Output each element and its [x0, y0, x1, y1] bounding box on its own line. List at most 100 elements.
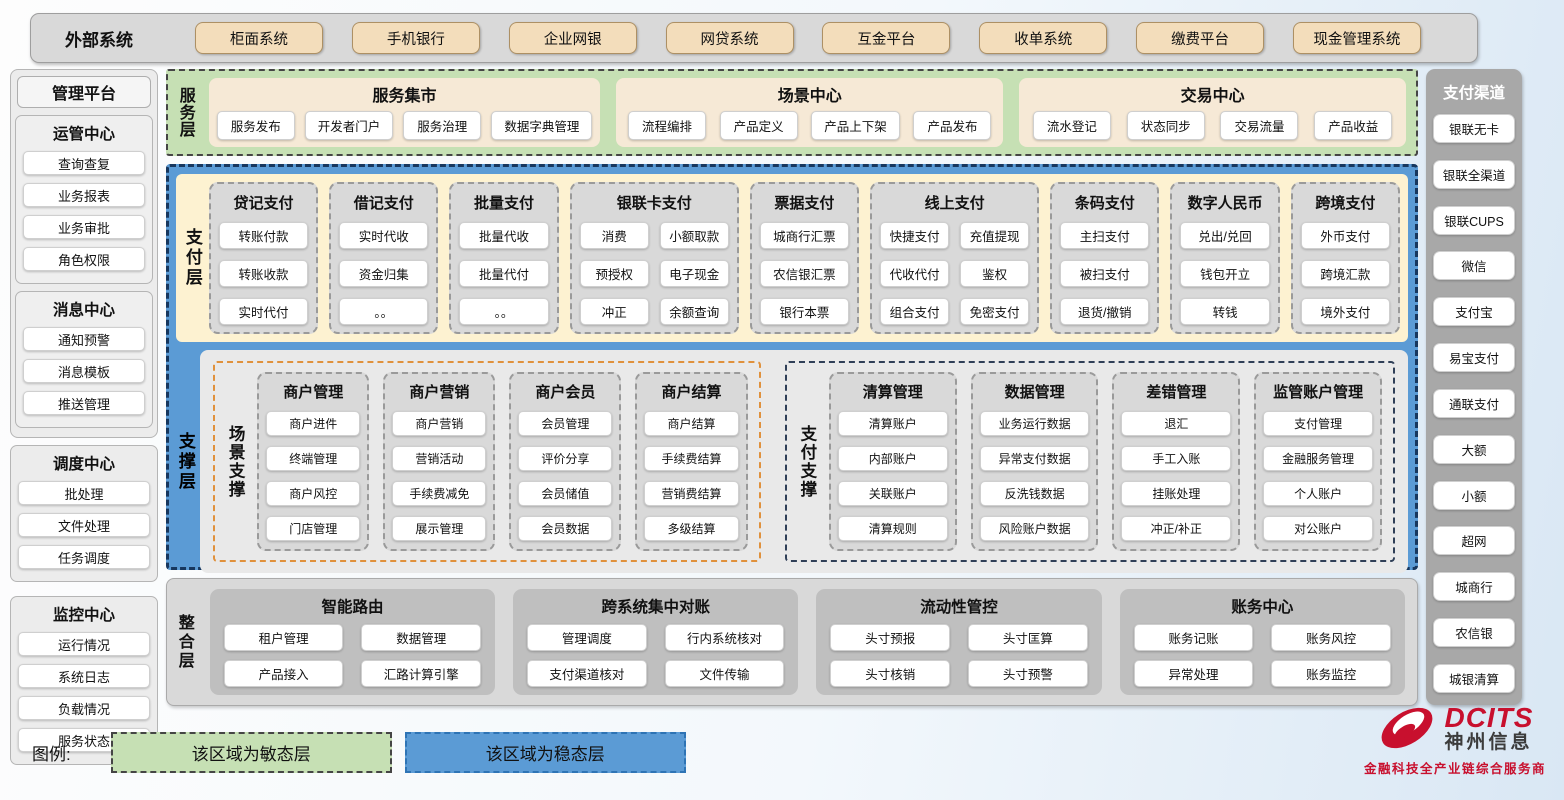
integration-function-button[interactable]: 账务风控 [1271, 624, 1391, 651]
payment-function-button[interactable]: 快捷支付 [880, 222, 950, 249]
support-function-button[interactable]: 商户进件 [266, 411, 361, 436]
support-function-button[interactable]: 营销费结算 [644, 481, 739, 506]
payment-function-button[interactable]: 主扫支付 [1060, 222, 1150, 249]
support-function-button[interactable]: 金融服务管理 [1263, 446, 1373, 471]
payment-channel-button[interactable]: 微信 [1433, 251, 1515, 281]
integration-function-button[interactable]: 管理调度 [527, 624, 647, 651]
payment-function-button[interactable]: 转钱 [1180, 298, 1270, 325]
service-function-button[interactable]: 产品收益 [1314, 111, 1393, 140]
service-function-button[interactable]: 状态同步 [1126, 111, 1205, 140]
support-function-button[interactable]: 对公账户 [1263, 516, 1373, 541]
payment-channel-button[interactable]: 银联无卡 [1433, 114, 1515, 143]
integration-function-button[interactable]: 租户管理 [223, 624, 344, 651]
support-function-button[interactable]: 业务运行数据 [979, 411, 1090, 436]
management-function-button[interactable]: 通知预警 [23, 327, 145, 351]
service-function-button[interactable]: 交易流量 [1220, 111, 1299, 140]
management-function-button[interactable]: 查询查复 [23, 151, 145, 175]
support-function-button[interactable]: 个人账户 [1263, 481, 1373, 506]
integration-function-button[interactable]: 数据管理 [361, 624, 482, 651]
service-function-button[interactable]: 服务治理 [403, 111, 482, 140]
integration-function-button[interactable]: 头寸核销 [830, 660, 951, 687]
management-function-button[interactable]: 角色权限 [23, 247, 145, 271]
management-function-button[interactable]: 运行情况 [18, 632, 150, 656]
payment-channel-button[interactable]: 支付宝 [1433, 297, 1515, 327]
payment-function-button[interactable]: 实时代付 [218, 298, 309, 325]
payment-function-button[interactable]: 转账收款 [218, 260, 309, 287]
support-function-button[interactable]: 手工入账 [1121, 446, 1232, 471]
payment-function-button[interactable]: 城商行汇票 [759, 222, 850, 249]
service-function-button[interactable]: 开发者门户 [304, 111, 394, 140]
management-function-button[interactable]: 任务调度 [18, 545, 150, 569]
service-function-button[interactable]: 产品定义 [719, 111, 798, 140]
external-system-button[interactable]: 手机银行 [351, 22, 480, 54]
support-function-button[interactable]: 手续费减免 [392, 481, 487, 506]
external-system-button[interactable]: 缴费平台 [1136, 22, 1265, 54]
service-function-button[interactable]: 产品发布 [913, 111, 992, 140]
management-function-button[interactable]: 负载情况 [18, 696, 150, 720]
support-function-button[interactable]: 退汇 [1121, 411, 1232, 436]
payment-function-button[interactable]: 实时代收 [339, 222, 429, 249]
payment-function-button[interactable]: 批量代付 [459, 260, 549, 287]
payment-function-button[interactable]: 境外支付 [1300, 298, 1390, 325]
support-function-button[interactable]: 商户营销 [392, 411, 487, 436]
management-function-button[interactable]: 业务审批 [23, 215, 145, 239]
support-function-button[interactable]: 终端管理 [266, 446, 361, 471]
service-function-button[interactable]: 数据字典管理 [491, 111, 593, 140]
payment-function-button[interactable]: 消费 [579, 222, 649, 249]
support-function-button[interactable]: 营销活动 [392, 446, 487, 471]
support-function-button[interactable]: 关联账户 [837, 481, 948, 506]
service-function-button[interactable]: 服务发布 [216, 111, 295, 140]
support-function-button[interactable]: 挂账处理 [1121, 481, 1232, 506]
payment-function-button[interactable]: 银行本票 [759, 298, 850, 325]
payment-function-button[interactable]: 余额查询 [659, 298, 729, 325]
payment-function-button[interactable]: 批量代收 [459, 222, 549, 249]
payment-function-button[interactable]: 钱包开立 [1180, 260, 1270, 287]
payment-channel-button[interactable]: 通联支付 [1433, 388, 1515, 418]
integration-function-button[interactable]: 文件传输 [664, 660, 785, 687]
integration-function-button[interactable]: 汇路计算引擎 [361, 660, 482, 687]
payment-function-button[interactable]: 被扫支付 [1060, 260, 1150, 287]
external-system-button[interactable]: 互金平台 [822, 22, 951, 54]
support-function-button[interactable]: 商户结算 [644, 411, 739, 436]
payment-channel-button[interactable]: 小额 [1433, 480, 1515, 510]
integration-function-button[interactable]: 头寸预警 [968, 660, 1088, 687]
support-function-button[interactable]: 内部账户 [837, 446, 948, 471]
support-function-button[interactable]: 风险账户数据 [979, 516, 1090, 541]
payment-function-button[interactable]: 外币支付 [1300, 222, 1390, 249]
payment-channel-button[interactable]: 银联全渠道 [1433, 159, 1515, 189]
support-function-button[interactable]: 支付管理 [1263, 411, 1373, 436]
support-function-button[interactable]: 清算账户 [837, 411, 948, 436]
payment-function-button[interactable]: 退货/撤销 [1060, 298, 1150, 325]
payment-channel-button[interactable]: 城商行 [1433, 572, 1515, 602]
payment-function-button[interactable]: 资金归集 [339, 260, 429, 287]
support-function-button[interactable]: 会员储值 [518, 481, 613, 506]
external-system-button[interactable]: 网贷系统 [665, 22, 794, 54]
payment-channel-button[interactable]: 易宝支付 [1433, 343, 1515, 373]
external-system-button[interactable]: 柜面系统 [195, 22, 323, 54]
support-function-button[interactable]: 反洗钱数据 [979, 481, 1090, 506]
integration-function-button[interactable]: 账务监控 [1271, 660, 1391, 687]
integration-function-button[interactable]: 行内系统核对 [664, 624, 785, 651]
payment-function-button[interactable]: 充值提现 [960, 222, 1030, 249]
support-function-button[interactable]: 展示管理 [392, 516, 487, 541]
payment-channel-button[interactable]: 农信银 [1433, 618, 1515, 648]
external-system-button[interactable]: 现金管理系统 [1292, 22, 1421, 54]
service-function-button[interactable]: 产品上下架 [811, 111, 900, 140]
payment-function-button[interactable]: 小额取款 [659, 222, 729, 249]
support-function-button[interactable]: 评价分享 [518, 446, 613, 471]
payment-function-button[interactable]: 组合支付 [880, 298, 950, 325]
payment-function-button[interactable]: 农信银汇票 [759, 260, 850, 287]
integration-function-button[interactable]: 账务记账 [1133, 624, 1254, 651]
support-function-button[interactable]: 商户风控 [266, 481, 361, 506]
support-function-button[interactable]: 会员数据 [518, 516, 613, 541]
payment-function-button[interactable]: 电子现金 [659, 260, 729, 287]
external-system-button[interactable]: 收单系统 [979, 22, 1108, 54]
management-function-button[interactable]: 文件处理 [18, 513, 150, 537]
payment-channel-button[interactable]: 银联CUPS [1433, 205, 1515, 235]
support-function-button[interactable]: 清算规则 [837, 516, 948, 541]
service-function-button[interactable]: 流程编排 [627, 111, 706, 140]
payment-function-button[interactable]: 鉴权 [960, 260, 1030, 287]
integration-function-button[interactable]: 支付渠道核对 [527, 660, 647, 687]
integration-function-button[interactable]: 产品接入 [223, 660, 344, 687]
payment-function-button[interactable]: 跨境汇款 [1300, 260, 1390, 287]
